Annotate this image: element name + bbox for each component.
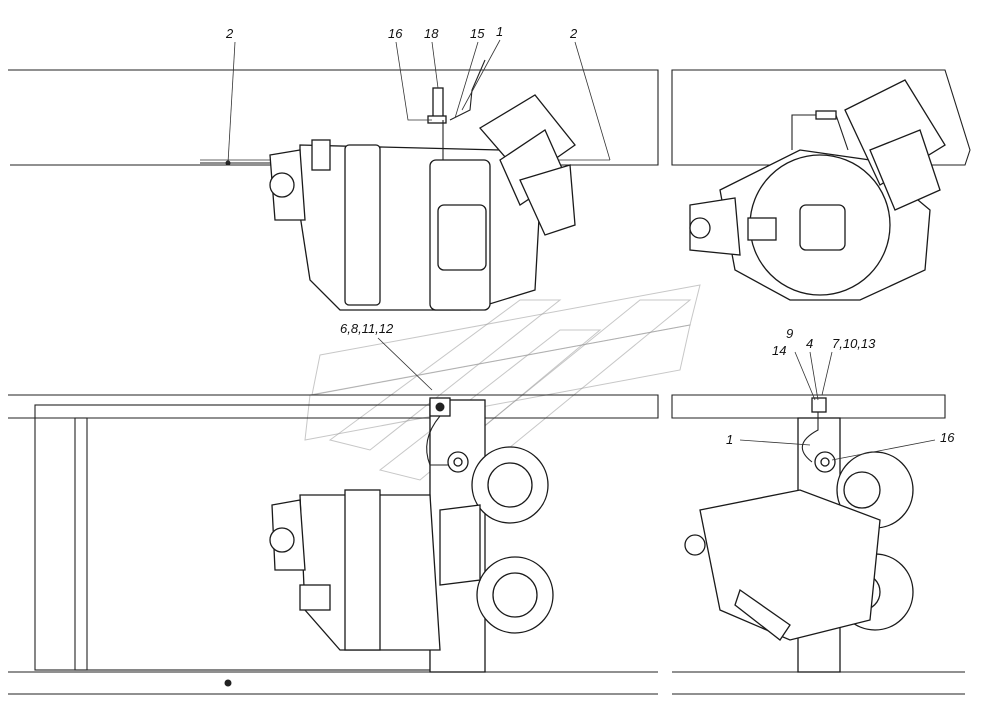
bottom-left-view	[8, 394, 659, 695]
callout-4: 4	[806, 336, 813, 351]
callout-18: 18	[424, 26, 439, 41]
sensor	[432, 87, 444, 119]
callout-2-right: 2	[569, 26, 578, 41]
gearbox-bottom-right	[699, 489, 881, 641]
frame-rail-bottom-right	[671, 394, 946, 419]
callout-6-8-11-12: 6,8,11,12	[340, 321, 394, 336]
callout-16-right: 16	[940, 430, 955, 445]
callout-labels: 2 16 18 15 1 2 6,8,11,12 9 14 4 7,10,13 …	[225, 24, 955, 447]
sensor-bracket	[811, 397, 827, 413]
top-left-view	[8, 59, 659, 311]
callout-1-right: 1	[726, 432, 733, 447]
callout-9: 9	[786, 326, 793, 341]
bottom-right-view	[671, 394, 965, 695]
leader-lines	[227, 39, 936, 461]
callout-14: 14	[772, 343, 786, 358]
callout-2-left: 2	[225, 26, 234, 41]
frame-rail-bottom	[8, 394, 659, 419]
callout-16-top: 16	[388, 26, 403, 41]
frame-rail-top-right	[671, 69, 971, 166]
callout-15: 15	[470, 26, 485, 41]
callout-7-10-13: 7,10,13	[832, 336, 876, 351]
sensor	[815, 110, 837, 120]
callout-1-top: 1	[496, 24, 503, 39]
top-right-view	[671, 69, 971, 301]
